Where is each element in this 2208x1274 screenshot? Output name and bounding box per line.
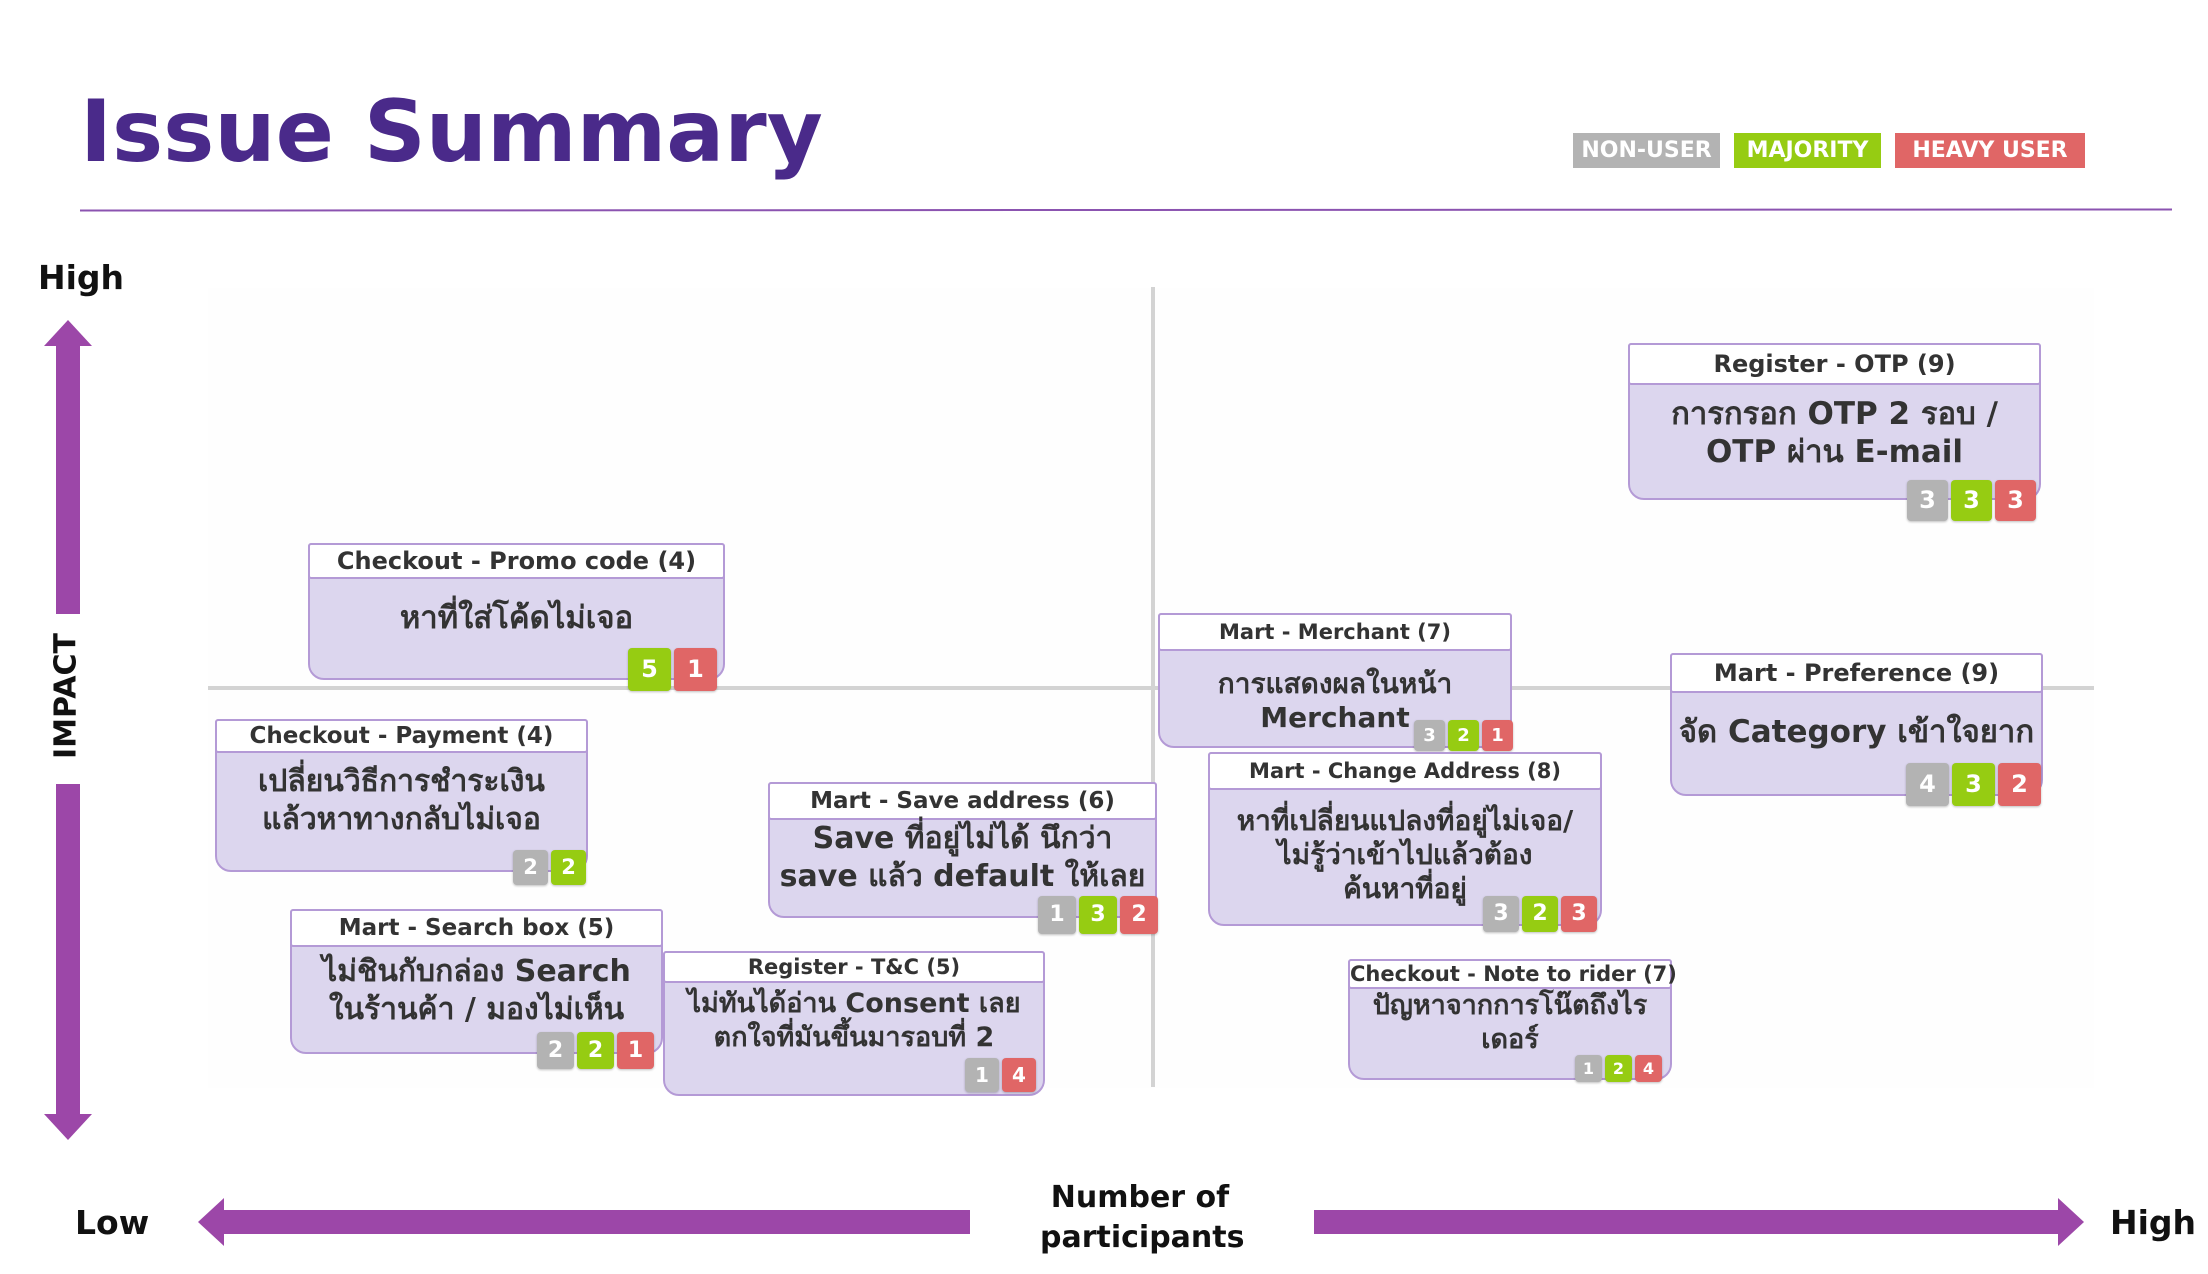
issue-card-title: Mart - Save address (6) [768, 782, 1157, 820]
non-user-count-badge: 3 [1483, 896, 1519, 932]
issue-card-title: Register - T&C (5) [663, 951, 1045, 983]
quadrant-horizontal-divider [208, 686, 2094, 690]
issue-card-line: การกรอก OTP 2 รอบ / [1671, 396, 1998, 432]
non-user-count-badge: 2 [513, 850, 548, 885]
x-axis-title-line1: Number of [1050, 1180, 1230, 1215]
issue-card-line: ค้นหาที่อยู่ [1343, 872, 1467, 905]
majority-count-badge: 3 [1952, 763, 1995, 806]
non-user-count-badge: 3 [1907, 480, 1948, 521]
majority-count-badge: 3 [1951, 480, 1992, 521]
heavy-user-count-badge: 3 [1995, 480, 2036, 521]
x-axis-left-arrow [198, 1198, 970, 1246]
non-user-count-badge: 4 [1906, 763, 1949, 806]
issue-card-description: เปลี่ยนวิธีการชำระเงินแล้วหาทางกลับไม่เจ… [221, 763, 582, 839]
issue-card-title: Checkout - Payment (4) [215, 719, 588, 753]
issue-card-description: ไม่ทันได้อ่าน Consent เลยตกใจที่มันขึ้นม… [669, 987, 1039, 1055]
x-axis-low-label: Low [75, 1203, 150, 1242]
issue-card: Mart - Search box (5) ไม่ชินกับกล่อง Sear… [290, 909, 663, 1054]
issue-card-line: หาที่ใส่โค้ดไม่เจอ [399, 600, 634, 636]
issue-card-line: Merchant [1260, 701, 1410, 734]
majority-count-badge: 2 [1522, 896, 1558, 932]
issue-card-line: เปลี่ยนวิธีการชำระเงิน [258, 764, 545, 799]
legend-majority: MAJORITY [1734, 133, 1881, 168]
issue-card: Mart - Save address (6)Save ที่อยู่ไม่ได… [768, 782, 1157, 918]
heavy-user-count-badge: 2 [1998, 763, 2041, 806]
heavy-user-count-badge: 1 [617, 1032, 654, 1069]
non-user-count-badge: 1 [965, 1058, 999, 1092]
issue-card-line: ไม่ชินกับกล่อง Search [322, 954, 631, 989]
issue-card-description: หาที่ใส่โค้ดไม่เจอ [314, 599, 719, 637]
x-axis-title: Number of participants [1040, 1178, 1245, 1258]
issue-card-description: ปัญหาจากการโน๊ตถึงไรเดอร์ [1354, 989, 1666, 1057]
majority-count-badge: 2 [577, 1032, 614, 1069]
issue-card-title: Checkout - Promo code (4) [308, 543, 725, 579]
heavy-user-count-badge: 2 [1120, 896, 1158, 934]
issue-card-line: แล้วหาทางกลับไม่เจอ [262, 802, 541, 837]
issue-card: Checkout - Promo code (4) หาที่ใส่โค้ดไม่… [308, 543, 725, 680]
issue-card-line: การแสดงผลในหน้า [1217, 667, 1453, 700]
majority-count-badge: 2 [1605, 1055, 1632, 1082]
issue-card-line: ตกใจที่มันขึ้นมารอบที่ 2 [713, 1022, 995, 1053]
x-axis-right-arrow [1314, 1198, 2084, 1246]
issue-card: Register - OTP (9) การกรอก OTP 2 รอบ /OTP… [1628, 343, 2041, 500]
issue-card-title: Register - OTP (9) [1628, 343, 2041, 385]
issue-card-title: Mart - Merchant (7) [1158, 613, 1512, 651]
issue-card-line: ในร้านค้า / มองไม่เห็น [328, 992, 625, 1027]
issue-card-line: ไม่ทันได้อ่าน Consent เลย [687, 988, 1021, 1019]
issue-card-title: Checkout - Note to rider (7) [1348, 959, 1677, 989]
x-axis-high-label: High [2110, 1203, 2197, 1242]
non-user-count-badge: 2 [537, 1032, 574, 1069]
majority-count-badge: 3 [1079, 896, 1117, 934]
x-axis-title-line2: participants [1040, 1220, 1245, 1255]
issue-card-description: หาที่เปลี่ยนแปลงที่อยู่ไม่เจอ/ไม่รู้ว่าเ… [1214, 804, 1596, 906]
issue-card: Checkout - Payment (4) เปลี่ยนวิธีการชำระ… [215, 719, 588, 872]
y-axis-high-label: High [38, 258, 125, 297]
heavy-user-count-badge: 4 [1635, 1055, 1662, 1082]
non-user-count-badge: 3 [1414, 720, 1445, 751]
issue-card-line: ไม่รู้ว่าเข้าไปแล้วต้อง [1277, 838, 1533, 871]
non-user-count-badge: 1 [1575, 1055, 1602, 1082]
page-title: Issue Summary [80, 82, 823, 182]
legend-heavy-user: HEAVY USER [1895, 133, 2085, 168]
non-user-count-badge: 1 [1038, 896, 1076, 934]
issue-card-line: หาที่เปลี่ยนแปลงที่อยู่ไม่เจอ/ [1236, 804, 1574, 837]
heavy-user-count-badge: 4 [1002, 1058, 1036, 1092]
issue-card-line: Save ที่อยู่ไม่ได้ นึกว่า [812, 821, 1113, 856]
legend-non-user: NON-USER [1573, 133, 1720, 168]
heavy-user-count-badge: 1 [1482, 720, 1513, 751]
issue-card-title: Mart - Search box (5) [290, 909, 663, 947]
issue-card-line: save แล้ว default ให้เลย [779, 859, 1146, 894]
issue-card: Mart - Change Address (8) หาที่เปลี่ยนแปล… [1208, 752, 1602, 926]
majority-count-badge: 2 [1448, 720, 1479, 751]
issue-card-title: Mart - Change Address (8) [1208, 752, 1602, 790]
issue-card-line: จัด Category เข้าใจยาก [1678, 714, 2035, 750]
issue-card-line: OTP ผ่าน E-mail [1705, 434, 1964, 470]
issue-card-line: เดอร์ [1481, 1024, 1539, 1055]
heavy-user-count-badge: 1 [674, 648, 717, 691]
issue-card-description: จัด Category เข้าใจยาก [1676, 713, 2037, 751]
heavy-user-count-badge: 3 [1561, 896, 1597, 932]
y-axis-arrow [44, 320, 92, 1140]
issue-card-description: การกรอก OTP 2 รอบ /OTP ผ่าน E-mail [1634, 395, 2035, 471]
issue-card-title: Mart - Preference (9) [1670, 653, 2043, 693]
majority-count-badge: 2 [551, 850, 586, 885]
issue-card-line: ปัญหาจากการโน๊ตถึงไร [1372, 990, 1648, 1021]
majority-count-badge: 5 [628, 648, 671, 691]
